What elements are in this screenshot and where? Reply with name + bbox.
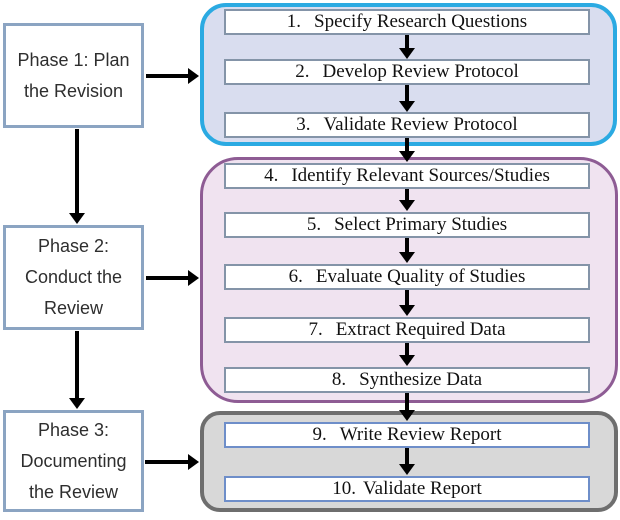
arrow-line <box>75 331 79 398</box>
arrow-head <box>399 200 415 211</box>
arrow-head <box>399 48 415 59</box>
arrow-down-icon <box>399 138 415 162</box>
arrow-down-icon <box>399 35 415 59</box>
phase-3-line: the Review <box>28 481 119 502</box>
step-7-box: 7. Extract Required Data <box>224 317 590 343</box>
arrow-line <box>405 393 409 410</box>
step-number: 5. <box>306 214 322 235</box>
step-2-box: 2. Develop Review Protocol <box>224 59 590 85</box>
step-6-box: 6. Evaluate Quality of Studies <box>224 264 590 290</box>
arrow-line <box>405 343 409 355</box>
arrow-down-icon <box>399 85 415 112</box>
step-label: Identify Relevant Sources/Studies <box>291 165 550 186</box>
step-number: 1. <box>286 11 302 32</box>
arrow-line <box>75 129 79 213</box>
arrow-down-icon <box>399 290 415 316</box>
arrow-line <box>146 276 188 280</box>
arrow-right-icon <box>146 270 199 286</box>
arrow-line <box>405 448 409 464</box>
step-number: 6. <box>288 266 303 287</box>
step-label: Validate Review Protocol <box>323 114 518 135</box>
arrow-down-icon <box>69 331 85 409</box>
arrow-down-icon <box>69 129 85 224</box>
arrow-line <box>405 290 409 305</box>
phase-3-line: Documenting <box>20 450 127 471</box>
arrow-head <box>399 252 415 263</box>
arrow-line <box>405 189 409 200</box>
arrow-head <box>399 151 415 162</box>
step-5-box: 5. Select Primary Studies <box>224 212 590 238</box>
step-label: Validate Report <box>363 478 482 499</box>
step-1-box: 1. Specify Research Questions <box>224 9 590 35</box>
step-label: Synthesize Data <box>359 369 483 390</box>
arrow-line <box>405 85 409 101</box>
arrow-line <box>145 460 188 464</box>
arrow-head <box>399 410 415 421</box>
step-number: 9. <box>312 424 327 445</box>
arrow-head <box>399 355 415 366</box>
arrow-head <box>399 305 415 316</box>
arrow-right-icon <box>146 68 199 84</box>
step-label: Develop Review Protocol <box>322 61 519 82</box>
step-label: Extract Required Data <box>335 319 506 340</box>
phase-2-line: Review <box>43 298 104 318</box>
phase-1-box: Phase 1: Plan the Revision <box>3 23 144 128</box>
phase-2-line: Phase 2: <box>37 236 110 256</box>
arrow-down-icon <box>399 238 415 263</box>
phase-3-box: Phase 3: Documenting the Review <box>3 410 144 512</box>
arrow-head <box>69 398 85 409</box>
step-number: 2. <box>295 61 310 82</box>
step-10-box: 10. Validate Report <box>224 476 590 502</box>
phase-2-line: Conduct the <box>24 267 123 287</box>
arrow-down-icon <box>399 343 415 366</box>
step-4-box: 4. Identify Relevant Sources/Studies <box>224 163 590 189</box>
arrow-head <box>188 68 199 84</box>
arrow-line <box>405 138 409 151</box>
step-9-box: 9. Write Review Report <box>224 422 590 448</box>
arrow-line <box>146 74 188 78</box>
arrow-down-icon <box>399 393 415 421</box>
arrow-right-icon <box>145 454 199 470</box>
arrow-down-icon <box>399 448 415 475</box>
step-8-box: 8. Synthesize Data <box>224 367 590 393</box>
arrow-head <box>188 454 199 470</box>
phase-2-box: Phase 2: Conduct the Review <box>3 225 144 330</box>
arrow-head <box>69 213 85 224</box>
step-number: 8. <box>331 369 347 390</box>
step-number: 3. <box>296 114 311 135</box>
step-number: 4. <box>264 165 279 186</box>
step-label: Specify Research Questions <box>314 11 528 32</box>
step-label: Write Review Report <box>339 424 502 445</box>
arrow-line <box>405 35 409 48</box>
step-label: Evaluate Quality of Studies <box>315 266 526 287</box>
arrow-head <box>188 270 199 286</box>
step-number: 7. <box>308 319 323 340</box>
step-3-box: 3. Validate Review Protocol <box>224 112 590 138</box>
step-number: 10. <box>332 478 357 499</box>
arrow-down-icon <box>399 189 415 211</box>
phase-1-line: Phase 1: Plan <box>17 49 130 70</box>
arrow-line <box>405 238 409 252</box>
step-label: Select Primary Studies <box>334 214 508 235</box>
phase-1-line: the Revision <box>23 80 124 101</box>
phase-3-line: Phase 3: <box>37 419 110 440</box>
arrow-head <box>399 101 415 112</box>
arrow-head <box>399 464 415 475</box>
